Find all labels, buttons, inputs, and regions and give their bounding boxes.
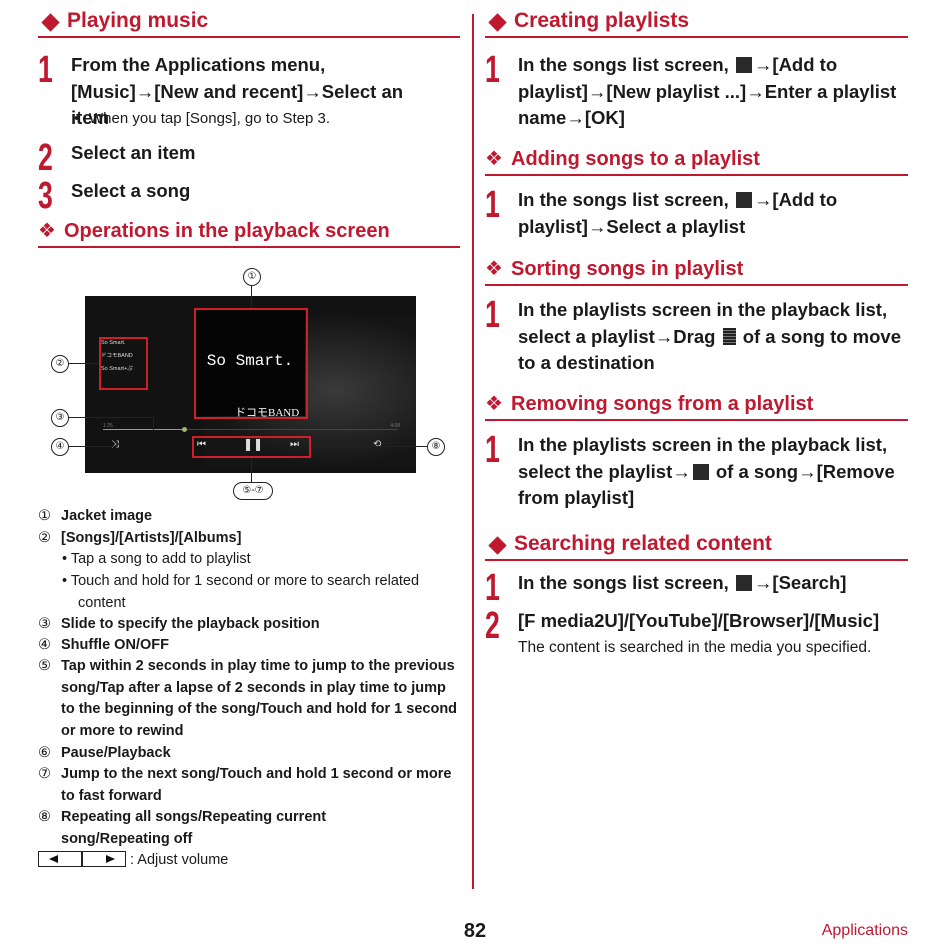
step-text: Select an item [71,142,196,163]
menu-icon [735,575,752,591]
controls-highlight-box [192,436,311,458]
pause-icon: ❚❚ [243,437,264,451]
menu-icon [735,192,752,208]
previous-icon: ⏮ [197,439,206,450]
heading-removing-songs: ❖ Removing songs from a playlist [485,387,908,421]
volume-text: : Adjust volume [130,852,229,868]
callout-2: ② [51,355,69,373]
clover-icon: ❖ [38,220,56,242]
callout-5-7: ⑤-⑦ [233,482,273,500]
seek-progress [103,429,185,430]
list-item: ドコモBAND [101,353,133,359]
legend-bullet: • Touch and hold for 1 second or more to… [62,573,420,611]
song-list-thumbnails: So Smart. ドコモBAND So Smart+ぷ [101,340,147,379]
callout-line [153,417,154,430]
search-note: The content is searched in the media you… [518,639,872,656]
menu-icon [735,57,752,73]
callout-3: ③ [51,409,69,427]
heading-sorting-songs: ❖ Sorting songs in playlist [485,252,908,286]
diamond-icon [41,13,60,32]
heading-searching-content: Searching related content [485,523,908,561]
callout-4: ④ [51,438,69,456]
legend-item-2: ②[Songs]/[Artists]/[Albums] [38,530,242,546]
jacket-highlight-box [194,308,308,419]
seek-bar [103,427,398,432]
heading-playing-music: Playing music [38,0,460,38]
volume-keys: : Adjust volume [38,850,460,872]
callout-line [68,417,154,418]
step-number: 3 [38,175,53,217]
clover-icon: ❖ [485,258,503,280]
menu-icon [692,463,709,480]
column-divider [472,14,474,889]
step-search-2: 2 [F media2U]/[YouTube]/[Browser]/[Music… [485,605,880,647]
heading-adding-songs: ❖ Adding songs to a playlist [485,142,908,176]
jacket-band: ドコモBAND [235,407,300,419]
volume-up-key-icon [82,851,126,867]
page-number: 82 [463,920,487,942]
step-2: 2 Select an item [38,137,460,179]
clover-icon: ❖ [485,148,503,170]
volume-down-key-icon [38,851,82,867]
diamond-icon [488,13,507,32]
callout-line [68,446,116,447]
callout-line [251,284,252,308]
step-text: Select a song [71,180,191,201]
diamond-icon [488,536,507,555]
step-note: When you tap [Songs], go to Step 3. [72,108,460,130]
callout-line [251,458,252,482]
list-item: So Smart. [101,340,126,346]
heading-creating-playlists: Creating playlists [485,0,908,38]
callout-line [68,363,99,364]
callout-line [311,446,427,447]
legend-bullet: • Tap a song to add to playlist [62,551,251,567]
next-icon: ⏭ [290,439,299,450]
jacket-image: So Smart. ドコモBAND [195,310,305,419]
playback-screen-image: So Smart. ドコモBAND So Smart. ドコモBAND So S… [85,296,416,473]
section-label: Applications [821,922,908,939]
elapsed-time: 1:25 [103,423,113,429]
step-create-1: 1 In the songs list screen, →[Add to pla… [485,49,897,128]
jacket-title: So Smart. [206,352,294,370]
repeat-icon: ⟲ [373,439,382,450]
list-item: So Smart+ぷ [101,366,133,372]
step-3: 3 Select a song [38,175,460,217]
step-sort-1: 1 In the playlists screen in the playbac… [485,294,901,373]
callout-1: ① [243,268,261,286]
drag-handle-icon [722,327,736,345]
step-text: From the Applications menu, [Music]→[New… [71,54,404,128]
shuffle-icon: ⤨ [111,439,119,450]
step-search-1: 1 In the songs list screen, →[Search] [485,567,847,609]
step-number: 2 [38,137,53,179]
step-remove-1: 1 In the playlists screen in the playbac… [485,429,895,508]
total-time: 4:08 [390,423,400,429]
callout-8: ⑧ [427,438,445,456]
step-1: 1 From the Applications menu, [Music]→[N… [38,49,460,132]
step-number: 1 [38,49,53,91]
list-highlight-box [99,337,148,390]
seek-knob [182,427,187,432]
clover-icon: ❖ [485,393,503,415]
step-add-1: 1 In the songs list screen, →[Add to pla… [485,184,838,237]
subheading-operations: ❖ Operations in the playback screen [38,214,460,248]
